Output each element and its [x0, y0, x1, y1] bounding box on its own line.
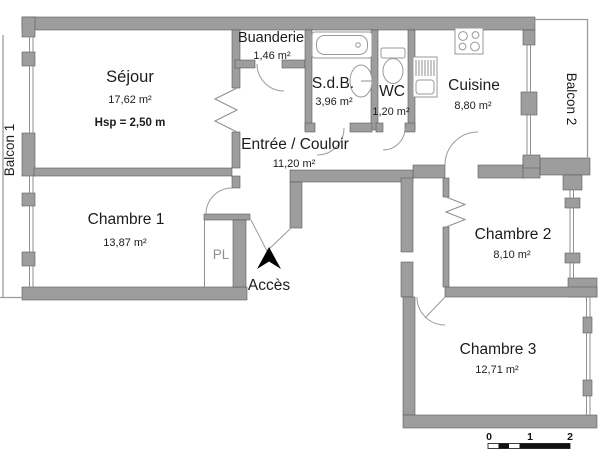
sejour-passage: [213, 87, 239, 133]
balcony1-railing: [0, 35, 22, 299]
room-label-chambre2: Chambre 2 8,10 m²: [475, 226, 552, 261]
svg-text:Hsp = 2,50 m: Hsp = 2,50 m: [95, 117, 166, 129]
access-arrow-icon: [257, 247, 281, 269]
balcony-railings: [0, 18, 589, 299]
svg-text:Entrée / Couloir: Entrée / Couloir: [241, 136, 349, 153]
sdb-door: [316, 127, 345, 156]
balcony2-railing: [535, 18, 589, 160]
svg-text:8,10 m²: 8,10 m²: [493, 249, 531, 261]
room-label-entree: Entrée / Couloir 11,20 m²: [241, 136, 349, 170]
scale-tick-1: 1: [527, 431, 533, 443]
svg-text:12,71 m²: 12,71 m²: [475, 364, 519, 376]
room-label-wc: WC 1,20 m²: [372, 83, 410, 118]
scale-tick-2: 2: [567, 431, 573, 443]
room-label-sejour: Séjour 17,62 m² Hsp = 2,50 m: [95, 68, 166, 129]
svg-text:Cuisine: Cuisine: [448, 77, 500, 94]
room-label-chambre1: Chambre 1 13,87 m²: [88, 211, 165, 249]
svg-text:8,80 m²: 8,80 m²: [454, 100, 492, 112]
buanderie-door: [256, 63, 285, 92]
chambre1-door: [205, 187, 233, 215]
room-label-cuisine: Cuisine 8,80 m²: [448, 77, 500, 112]
balcony2-label: Balcon 2: [564, 73, 579, 126]
windows: [29, 37, 591, 415]
bathroom-sink-icon: [349, 64, 373, 98]
access-marker: Accès: [248, 247, 290, 294]
stove-icon: [454, 27, 484, 55]
cuisine-door: [444, 131, 479, 166]
chambre2-passage: [444, 196, 467, 228]
entrance-door: [250, 219, 292, 252]
room-label-chambre3: Chambre 3 12,71 m²: [460, 341, 537, 376]
room-labels: Séjour 17,62 m² Hsp = 2,50 m Buanderie 1…: [2, 30, 579, 376]
svg-text:S.d.B.: S.d.B.: [312, 75, 354, 92]
walls: [21, 16, 598, 429]
room-label-buanderie: Buanderie 1,46 m²: [238, 30, 304, 62]
room-label-sdb: S.d.B. 3,96 m²: [312, 75, 354, 108]
closet-label: PL: [213, 247, 230, 262]
scale-tick-0: 0: [486, 431, 492, 443]
fixtures: [311, 27, 484, 98]
svg-text:17,62 m²: 17,62 m²: [108, 94, 152, 106]
chambre3-door: [416, 296, 446, 326]
kitchen-sink-icon: [412, 56, 438, 98]
svg-text:1,20 m²: 1,20 m²: [372, 106, 410, 118]
svg-text:WC: WC: [379, 83, 405, 100]
svg-text:3,96 m²: 3,96 m²: [315, 96, 353, 108]
svg-text:Chambre 3: Chambre 3: [460, 341, 537, 358]
svg-text:11,20 m²: 11,20 m²: [273, 158, 316, 170]
bathtub-icon: [311, 31, 373, 59]
svg-text:1,46 m²: 1,46 m²: [253, 50, 291, 62]
svg-text:Séjour: Séjour: [106, 68, 154, 86]
svg-text:Chambre 1: Chambre 1: [88, 211, 165, 228]
svg-text:13,87 m²: 13,87 m²: [103, 237, 147, 249]
access-label: Accès: [248, 277, 290, 294]
scale-bar: 0 1 2: [486, 431, 573, 449]
doors: [204, 63, 479, 326]
balcony1-label: Balcon 1: [2, 124, 17, 177]
toilet-icon: [380, 47, 406, 84]
svg-text:Chambre 2: Chambre 2: [475, 226, 552, 243]
svg-text:Buanderie: Buanderie: [238, 30, 304, 46]
wc-door: [382, 127, 406, 151]
